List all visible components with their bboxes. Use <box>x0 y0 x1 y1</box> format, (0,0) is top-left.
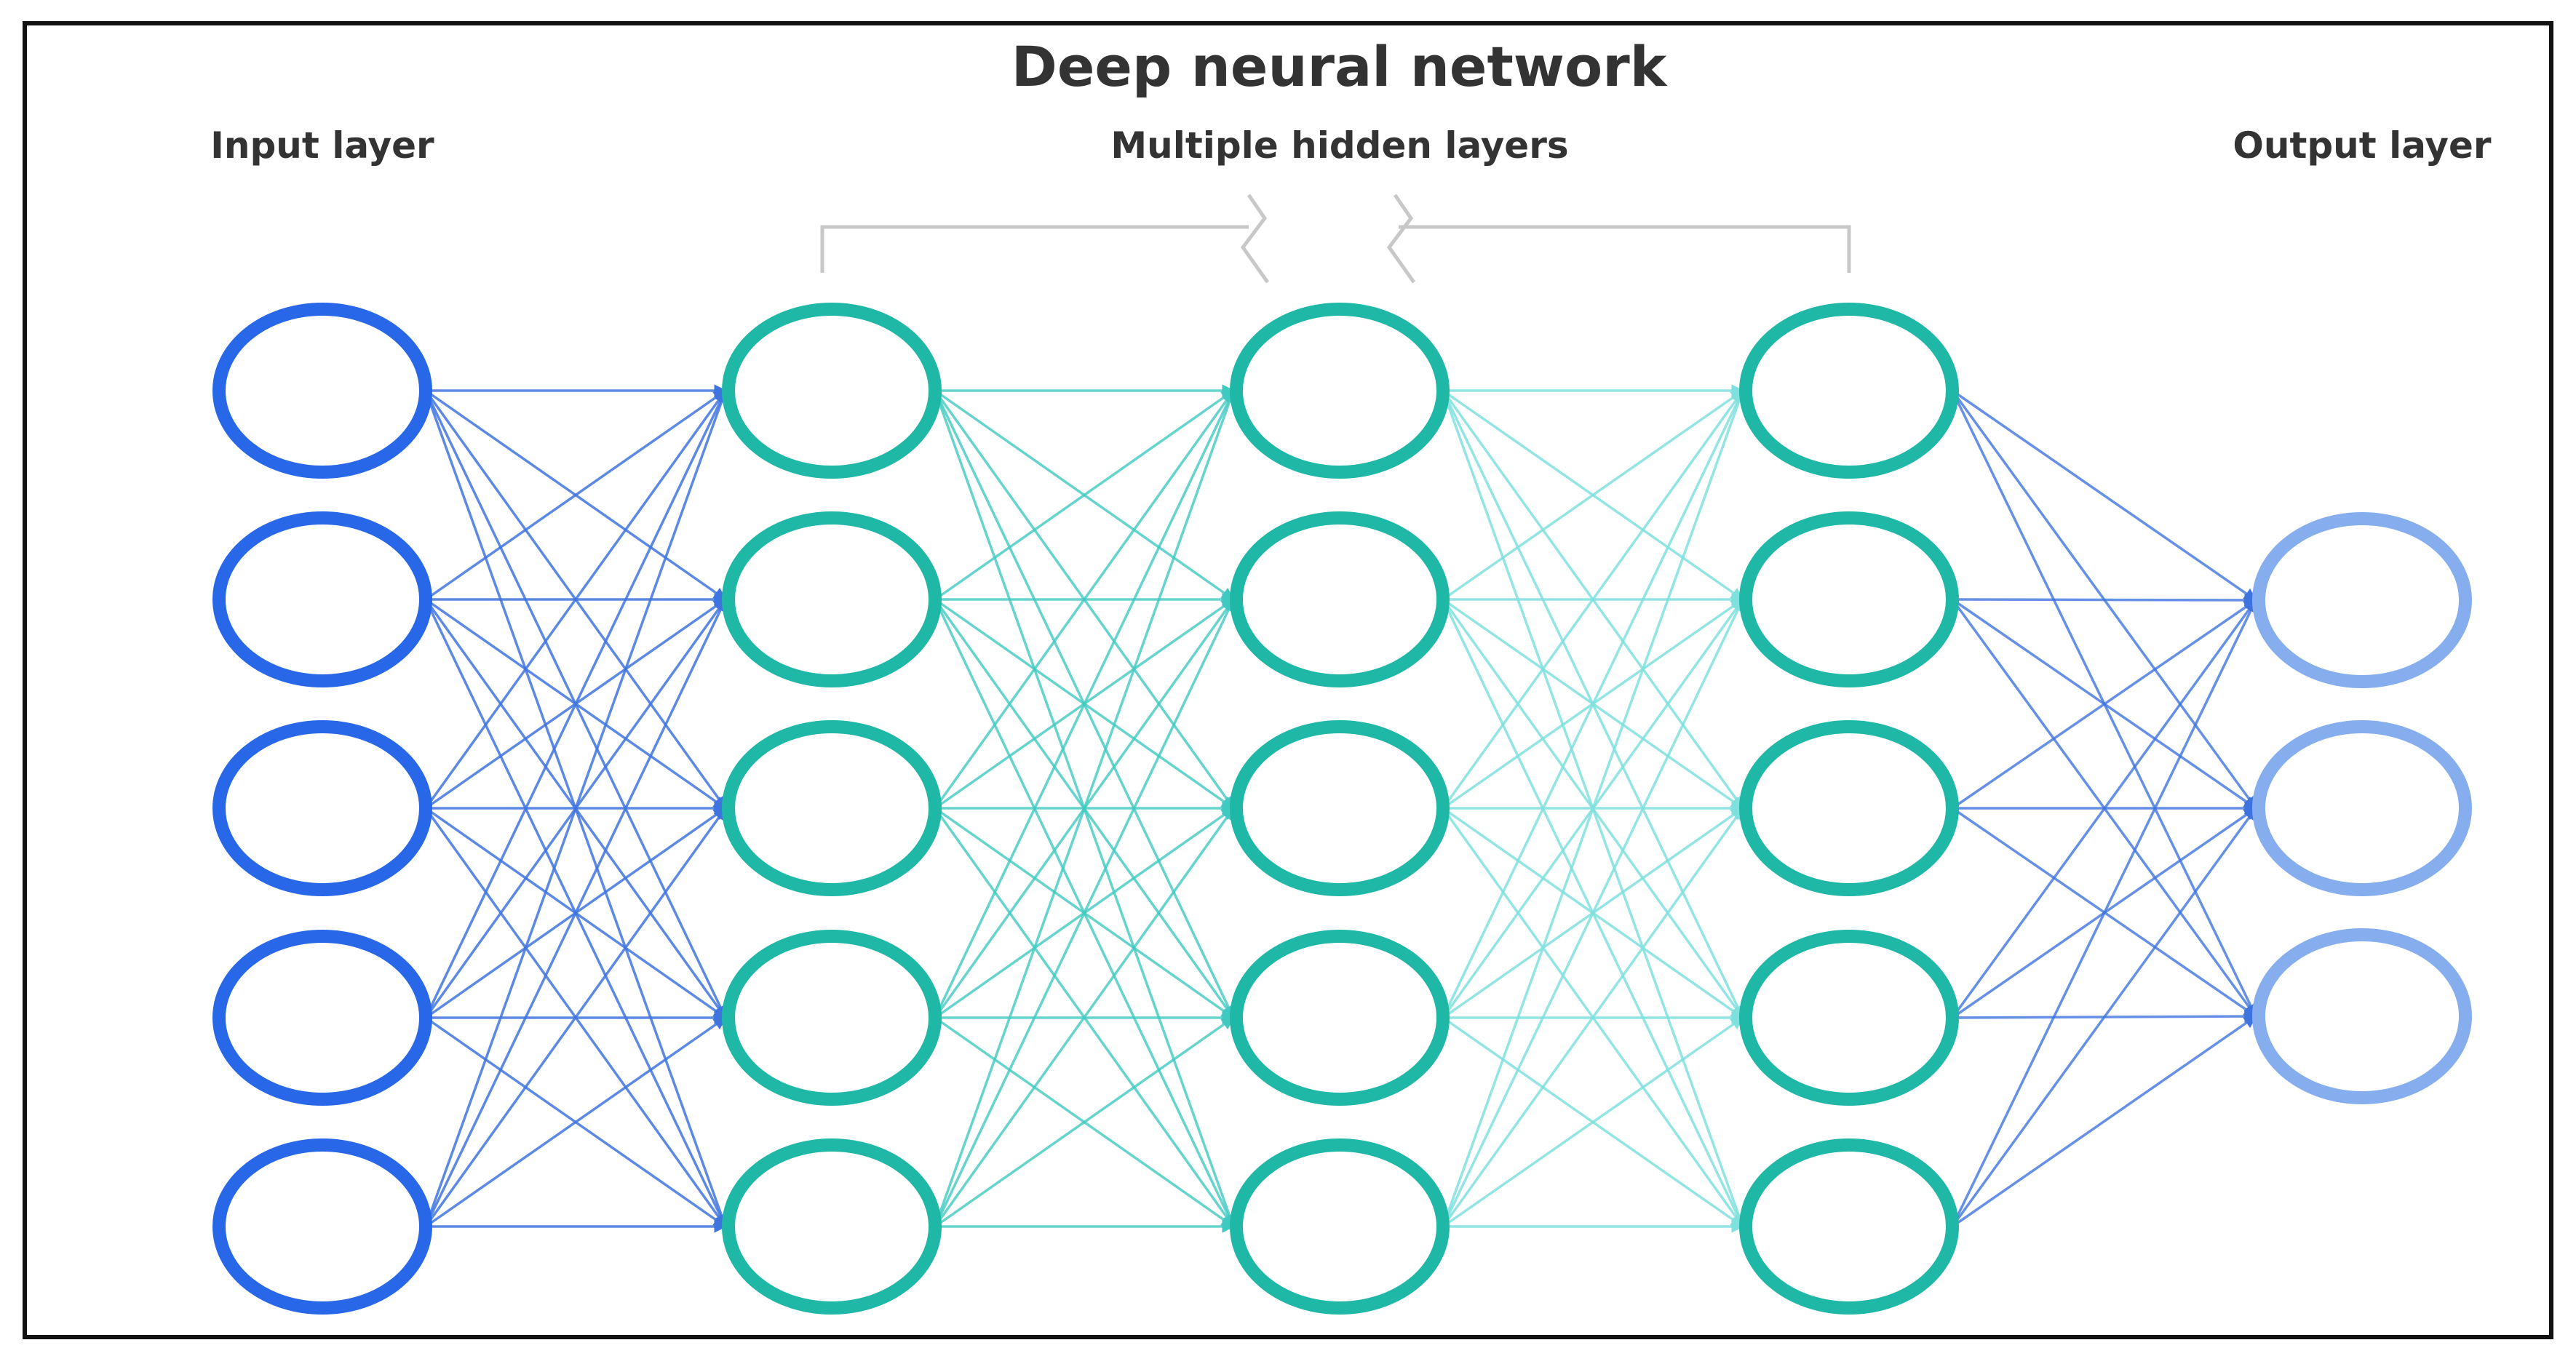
connection-edge <box>1442 1016 1744 1228</box>
output-node-3 <box>2252 928 2472 1104</box>
neurons <box>212 303 2472 1315</box>
connection-edge <box>1951 599 2257 1019</box>
input-node-4 <box>212 930 432 1106</box>
connection-edge <box>934 389 1235 810</box>
input-layer-label: Input layer <box>210 124 434 167</box>
connection-edge <box>1952 594 2257 607</box>
bracket-right-segment <box>1399 225 1851 273</box>
hidden-1-node-4 <box>722 930 942 1106</box>
hidden-3-node-3 <box>1739 720 1959 896</box>
hidden-3-node-2 <box>1739 511 1959 687</box>
connection-edge <box>934 1016 1235 1228</box>
connection-edge <box>934 598 1235 1227</box>
input-node-3 <box>212 720 432 896</box>
connection-edge <box>1442 389 1744 1018</box>
connection-edge <box>424 389 727 601</box>
connection-edge <box>934 389 1236 1227</box>
output-node-2 <box>2252 720 2472 896</box>
bracket-left-segment <box>820 225 1249 273</box>
hidden-2-node-3 <box>1230 720 1450 896</box>
hidden-1-node-5 <box>722 1138 942 1315</box>
hidden-1-node-2 <box>722 511 942 687</box>
connection-edge <box>1442 389 1744 810</box>
hidden-2-node-5 <box>1230 1138 1450 1315</box>
hidden-1-node-1 <box>722 303 942 479</box>
hidden-2-node-4 <box>1230 930 1450 1106</box>
hidden-layers-label: Multiple hidden layers <box>1110 124 1568 167</box>
hidden-3-node-5 <box>1739 1138 1959 1315</box>
bracket-break-left <box>1240 194 1270 284</box>
hidden-2-node-2 <box>1230 511 1450 687</box>
hidden-1-node-3 <box>722 720 942 896</box>
hidden-layers-bracket <box>820 194 1851 284</box>
hidden-3-node-1 <box>1739 303 1959 479</box>
connection-edge <box>1952 389 2257 602</box>
connection-edge <box>1951 807 2257 1228</box>
connection-edge <box>1442 598 1744 1227</box>
input-node-2 <box>212 511 432 687</box>
hidden-3-node-4 <box>1739 930 1959 1106</box>
input-node-5 <box>212 1138 432 1315</box>
diagram-frame <box>23 21 2553 1339</box>
connection-edge <box>1952 1015 2257 1228</box>
connection-edge <box>934 807 1235 1228</box>
connection-edge <box>1442 389 1745 1227</box>
connection-edge <box>1442 807 1744 1228</box>
connection-edge <box>1952 599 2257 810</box>
connection-edge <box>424 389 727 1018</box>
output-layer-label: Output layer <box>2233 124 2492 167</box>
connection-edge <box>424 1016 727 1228</box>
hidden-2-node-1 <box>1230 303 1450 479</box>
output-node-1 <box>2252 512 2472 688</box>
connection-edge <box>1951 599 2257 1227</box>
connection-edge <box>1442 389 1744 601</box>
connection-edge <box>934 389 1235 601</box>
input-node-1 <box>212 303 432 479</box>
connection-edge <box>424 389 728 1227</box>
bracket-break-right <box>1386 194 1416 284</box>
connection-edge <box>424 807 727 1228</box>
diagram-title: Deep neural network <box>1011 34 1668 99</box>
connections <box>424 384 2257 1233</box>
connection-edge <box>934 389 1235 1018</box>
connection-edge <box>424 598 727 1227</box>
connection-edge <box>424 389 727 810</box>
